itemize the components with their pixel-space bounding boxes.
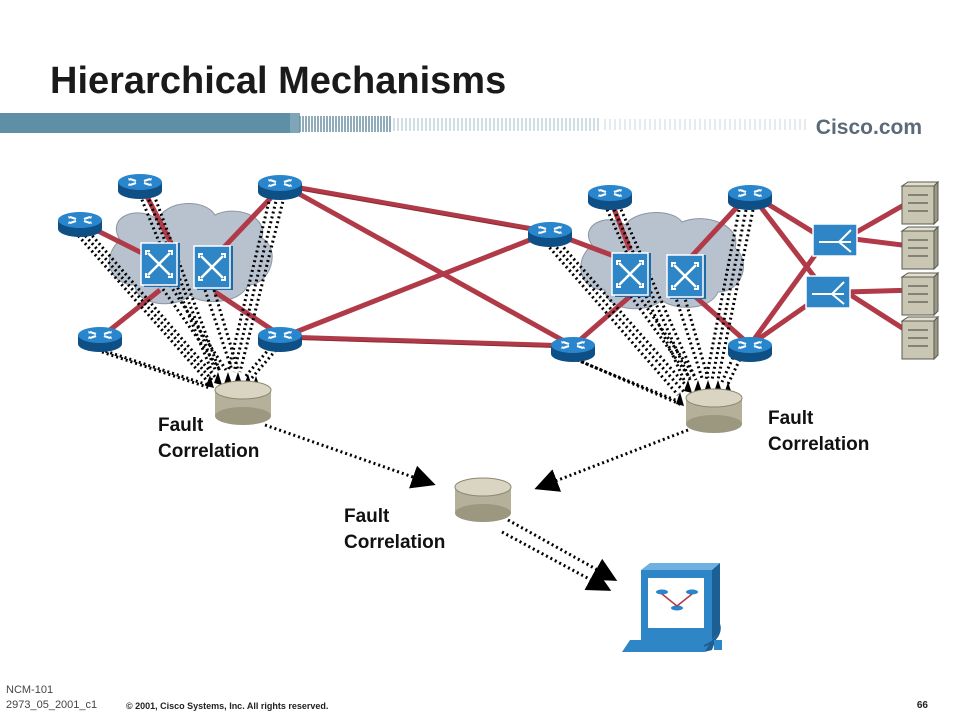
router-icon — [257, 174, 303, 201]
header-bar — [0, 113, 806, 133]
center-fault-correlation-label: Fault Correlation — [344, 506, 446, 553]
load-balancer-icon — [812, 223, 858, 257]
router-icon — [57, 211, 103, 238]
slide-title: Hierarchical Mechanisms — [50, 60, 507, 102]
server-icon — [901, 226, 939, 270]
router-icon — [527, 221, 573, 248]
switch-icon — [192, 244, 235, 292]
server-icon — [901, 181, 939, 225]
center-correlator-database-icon — [454, 477, 512, 523]
footer-course-info: NCM-101 2973_05_2001_c1 — [6, 683, 97, 713]
router-icon — [587, 184, 633, 211]
page-number: 66 — [916, 700, 928, 711]
router-icon — [77, 326, 123, 353]
cisco-logo: Cisco.com — [815, 116, 922, 139]
load-balancer-icon — [805, 275, 851, 309]
correlation-arrows — [264, 423, 689, 591]
router-icon — [117, 173, 163, 200]
router-icon — [727, 336, 773, 363]
server-icon — [901, 272, 939, 316]
router-icon — [257, 326, 303, 353]
copyright-notice: © 2001, Cisco Systems, Inc. All rights r… — [126, 701, 329, 711]
switch-icon — [610, 251, 653, 299]
management-workstation-icon — [622, 563, 722, 652]
right-correlator-database-icon — [685, 388, 743, 434]
switch-icon — [665, 253, 708, 301]
right-fault-correlation-label: Fault Correlation — [768, 408, 870, 455]
left-fault-correlation-label: Fault Correlation — [158, 415, 260, 462]
slide-code: 2973_05_2001_c1 — [6, 698, 98, 711]
router-icon — [727, 184, 773, 211]
router-icon — [550, 336, 596, 363]
switch-icon — [139, 241, 182, 289]
course-code: NCM-101 — [6, 684, 54, 696]
server-icon — [901, 316, 939, 360]
